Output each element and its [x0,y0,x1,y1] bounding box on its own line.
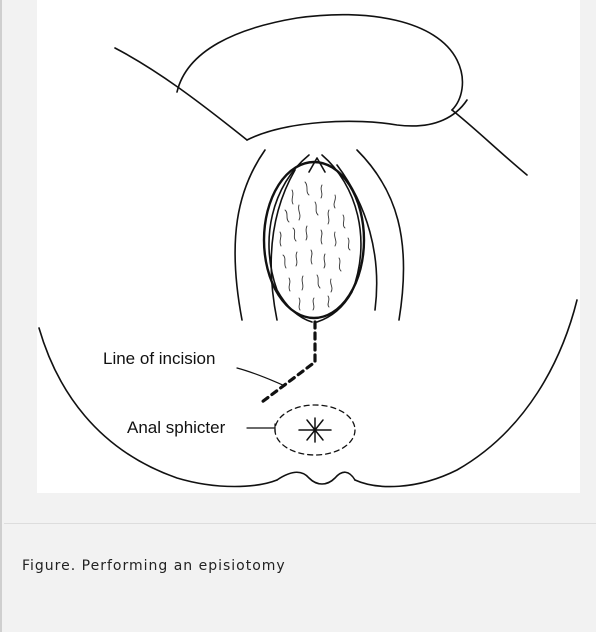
incision-label: Line of incision [103,349,215,368]
caption-divider [4,523,596,524]
left-fold-outer [235,150,265,320]
abdomen-outline [115,48,247,140]
right-fold-inner [337,165,377,310]
figure-panel: Line of incision Anal sphicter [37,0,580,493]
figure-caption: Figure. Performing an episiotomy [22,558,286,574]
episiotomy-illustration: Line of incision Anal sphicter [37,0,580,493]
sphincter-leader [247,424,275,432]
mons-inner-curve [247,100,467,140]
mons-outline [177,15,462,110]
right-thigh-curve [355,300,577,487]
labia-right [317,155,361,322]
incision-line [262,322,315,402]
clitoral-hood [309,158,325,172]
sphincter-label: Anal sphicter [127,418,226,437]
sphincter-mark [299,418,331,442]
thigh-right-upper [452,110,527,175]
incision-leader [237,368,285,386]
buttocks-cleft [277,472,355,484]
